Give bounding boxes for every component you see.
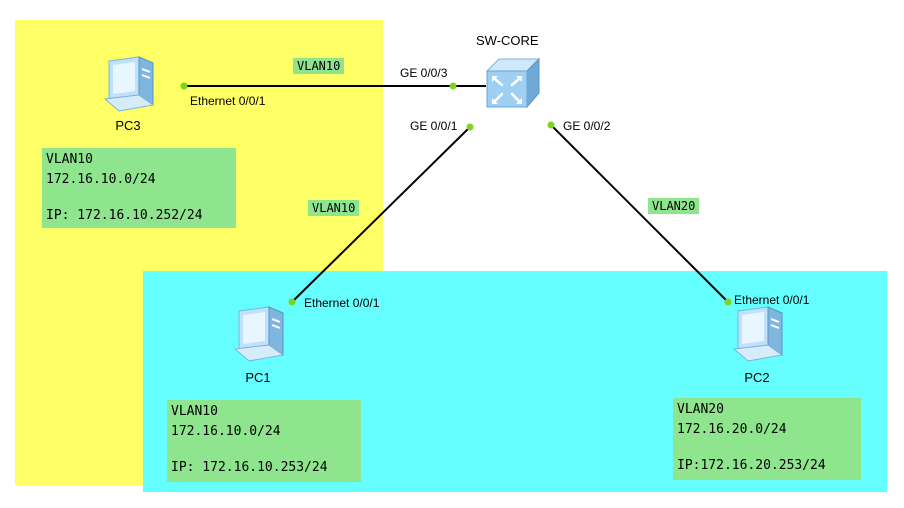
port-label-pc1-eth: Ethernet 0/0/1 [304, 296, 380, 310]
port-dot-sw-ge002 [547, 121, 555, 129]
link-tag-pc1: VLAN10 [308, 200, 360, 216]
pc1-icon[interactable] [229, 305, 287, 365]
pc3-ip: IP: 172.16.10.252/24 [46, 208, 203, 223]
port-dot-sw-ge001 [466, 123, 474, 131]
pc1-network: 172.16.10.0/24 [171, 424, 281, 439]
switch-icon[interactable] [481, 57, 541, 109]
link-tag-pc2: VLAN20 [648, 198, 700, 214]
port-label-sw-ge001: GE 0/0/1 [410, 119, 458, 133]
pc1-info-box: VLAN10 172.16.10.0/24 IP: 172.16.10.253/… [167, 400, 361, 482]
pc2-icon[interactable] [728, 305, 786, 365]
link-pc2-sw [550, 124, 729, 303]
port-label-pc3-eth: Ethernet 0/0/1 [190, 94, 266, 108]
pc2-network: 172.16.20.0/24 [677, 422, 787, 437]
pc3-vlan: VLAN10 [46, 152, 93, 167]
pc1-name: PC1 [245, 370, 271, 385]
link-pc1-sw [291, 126, 471, 303]
port-label-sw-ge002: GE 0/0/2 [563, 119, 611, 133]
port-dot-pc2 [724, 298, 732, 306]
port-label-sw-ge003: GE 0/0/3 [400, 66, 448, 80]
pc2-info-box: VLAN20 172.16.20.0/24 IP:172.16.20.253/2… [673, 398, 861, 480]
pc3-name: PC3 [115, 118, 141, 133]
port-label-pc2-eth: Ethernet 0/0/1 [734, 293, 810, 307]
pc1-vlan: VLAN10 [171, 404, 218, 419]
port-dot-sw-ge003 [449, 82, 457, 90]
pc2-ip: IP:172.16.20.253/24 [677, 458, 826, 473]
port-dot-pc1 [288, 298, 296, 306]
pc2-name: PC2 [744, 370, 770, 385]
port-dot-pc3 [180, 82, 188, 90]
pc3-network: 172.16.10.0/24 [46, 172, 156, 187]
pc2-vlan: VLAN20 [677, 402, 724, 417]
pc3-info-box: VLAN10 172.16.10.0/24 IP: 172.16.10.252/… [42, 148, 236, 228]
link-tag-pc3: VLAN10 [293, 58, 345, 74]
switch-name: SW-CORE [476, 33, 539, 48]
pc3-icon[interactable] [99, 55, 157, 115]
pc1-ip: IP: 172.16.10.253/24 [171, 460, 328, 475]
